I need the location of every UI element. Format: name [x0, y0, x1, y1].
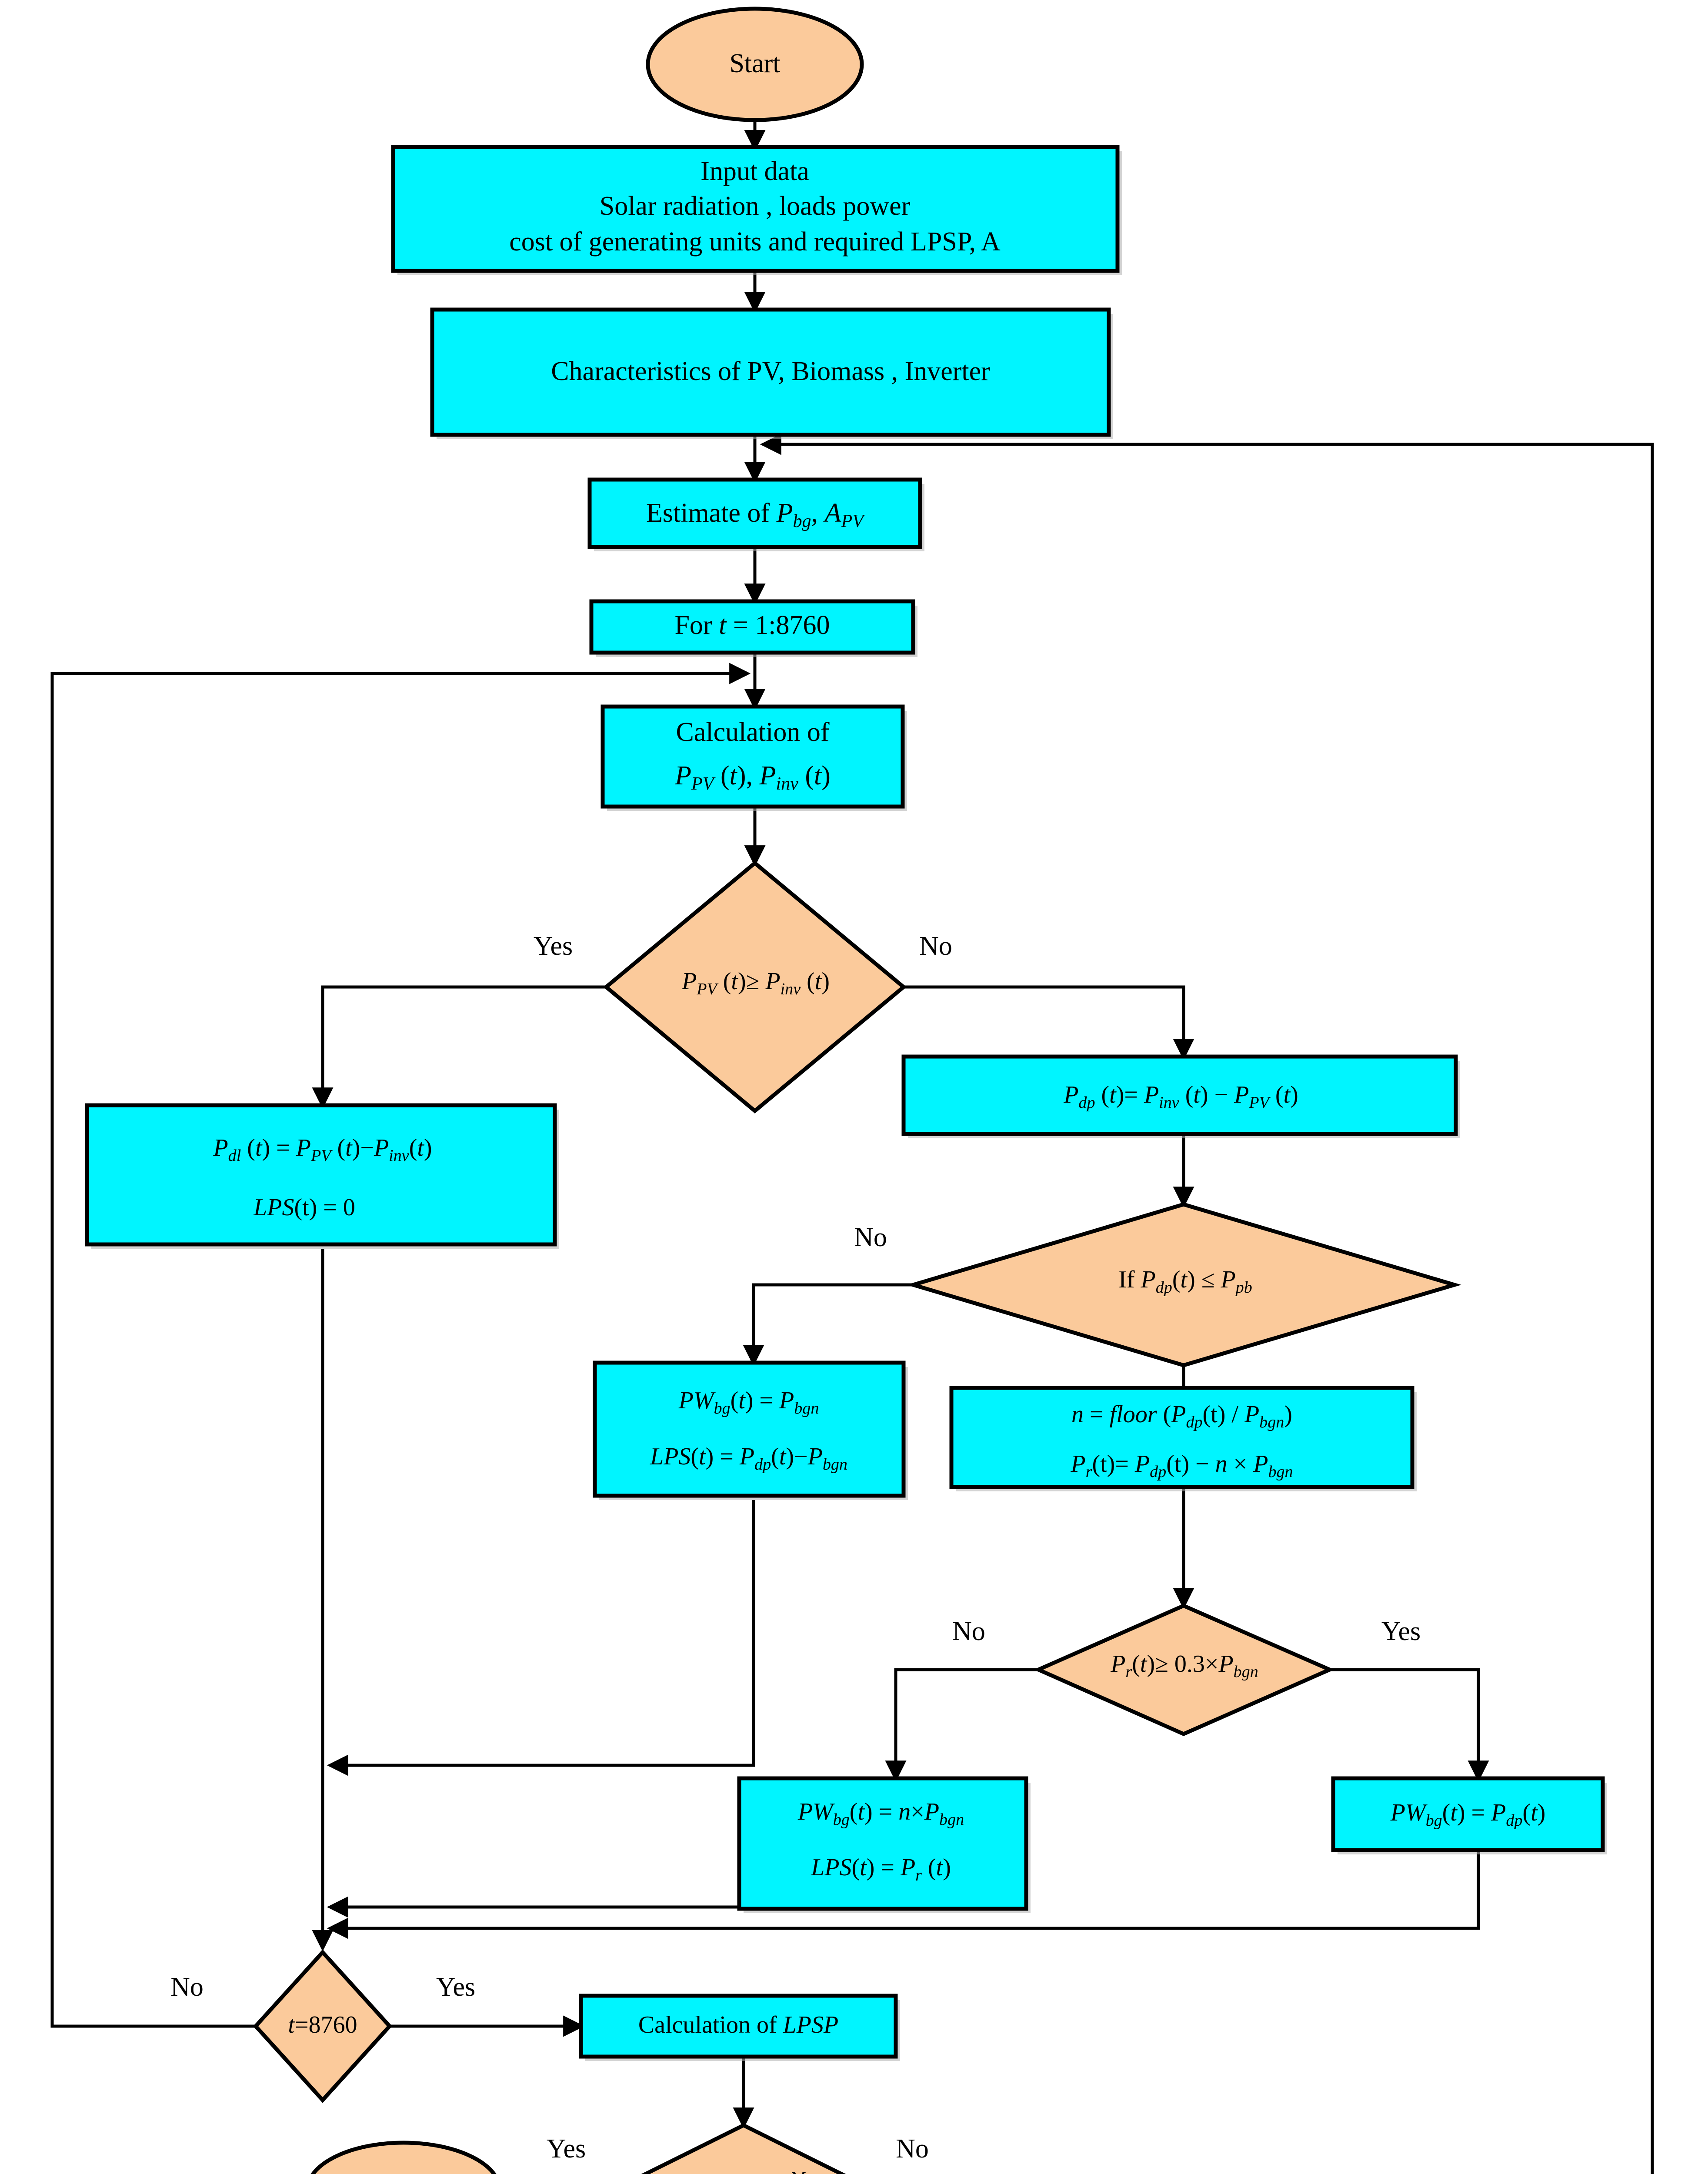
edge-label-dec4-yes: Yes — [436, 1972, 475, 2002]
node-pdl-line1: Pdl (t) = PPV (t)−Pinv(t) — [213, 1134, 432, 1165]
edge-dec5-no-loop — [760, 433, 1654, 2174]
node-end[interactable]: End — [307, 2141, 500, 2174]
node-pdp[interactable]: Pdp (t)= Pinv (t) − PPV (t) — [901, 1054, 1460, 1138]
node-pwbg-pdp[interactable]: PWbg(t) = Pdp(t) — [1331, 1776, 1607, 1854]
node-characteristics[interactable]: Characteristics of PV, Biomass , Inverte… — [430, 307, 1113, 439]
node-input-data[interactable]: Input data Solar radiation , loads power… — [391, 145, 1122, 275]
node-pwbg1-line2: LPS(t) = Pdp(t)−Pbgn — [650, 1443, 847, 1474]
node-decision-pr-ge-03pbgn[interactable]: Pr(t)≥ 0.3×Pbgn No Yes — [952, 1604, 1421, 1736]
edge-dec2-no-pwbg1 — [743, 1283, 913, 1367]
node-dec5-label: LPSP≤LPSPMax — [667, 2169, 822, 2174]
edge-pwbg1-join — [327, 1500, 755, 1776]
node-pdl[interactable]: Pdl (t) = PPV (t)−Pinv(t) LPS(t) = 0 — [85, 1103, 559, 1249]
node-calcpv-line2: PPV (t), Pinv (t) — [674, 761, 831, 794]
edge-dec3-no-pwbg2 — [885, 1668, 1039, 1782]
node-calclpsp-label: Calculation of LPSP — [638, 2011, 838, 2038]
edge-label-dec1-no: No — [919, 931, 952, 961]
edge-label-dec5-yes: Yes — [547, 2134, 586, 2164]
node-decision-pdp-le-ppb[interactable]: If Pdp(t) ≤ Ppb No Yes — [854, 1202, 1461, 1411]
node-input-line1: Input data — [701, 157, 809, 186]
node-decision-t-equals-8760[interactable]: t=8760 No Yes — [170, 1949, 475, 2103]
node-for-loop[interactable]: For t = 1:8760 — [589, 599, 917, 657]
node-dec4-label: t=8760 — [288, 2011, 357, 2038]
edge-dec4-no-loop — [50, 663, 751, 2028]
edge-label-dec2-no: No — [854, 1223, 887, 1252]
node-pwbg1-line1: PWbg(t) = Pbgn — [678, 1387, 819, 1417]
node-characteristics-label: Characteristics of PV, Biomass , Inverte… — [551, 357, 990, 386]
edge-label-dec1-yes: Yes — [534, 931, 573, 961]
node-pwbg2-line2: LPS(t) = Pr (t) — [811, 1854, 951, 1884]
node-input-line3: cost of generating units and required LP… — [509, 227, 1001, 257]
node-nfloor-line1: n = floor (Pdp(t) / Pbgn) — [1071, 1401, 1292, 1431]
edge-dec1-yes-pdl — [312, 985, 605, 1109]
node-dec1-label: PPV (t)≥ Pinv (t) — [681, 968, 830, 998]
node-calc-lpsp[interactable]: Calculation of LPSP — [579, 1994, 900, 2061]
edge-pwbg3-join — [327, 1850, 1480, 1939]
node-decision-lpsp-le-max[interactable]: LPSP≤LPSPMax Yes No — [547, 2123, 929, 2174]
node-start-label: Start — [729, 49, 780, 78]
edge-label-dec4-no: No — [170, 1972, 203, 2002]
node-pwbg-pbgn[interactable]: PWbg(t) = Pbgn LPS(t) = Pdp(t)−Pbgn — [593, 1360, 908, 1500]
node-estimate[interactable]: Estimate of Pbg, APV — [587, 477, 924, 551]
node-input-line2: Solar radiation , loads power — [600, 191, 911, 221]
node-calcpv-line1: Calculation of — [676, 717, 830, 747]
node-estimate-label: Estimate of Pbg, APV — [646, 498, 865, 531]
edge-label-dec3-no: No — [952, 1617, 985, 1646]
edge-label-dec3-yes: Yes — [1381, 1617, 1421, 1646]
edge-label-dec5-no: No — [896, 2134, 929, 2164]
node-n-floor[interactable]: n = floor (Pdp(t) / Pbgn) Pr(t)= Pdp(t) … — [949, 1386, 1417, 1491]
edge-dec1-no-pdp — [904, 985, 1194, 1060]
node-dec2-label: If Pdp(t) ≤ Ppb — [1118, 1266, 1252, 1297]
node-decision-ppv-ge-pinv[interactable]: PPV (t)≥ Pinv (t) Yes No — [534, 860, 952, 1114]
node-dec3-label: Pr(t)≥ 0.3×Pbgn — [1110, 1651, 1258, 1681]
node-pwbg2-line1: PWbg(t) = n×Pbgn — [797, 1798, 964, 1829]
node-calc-pv-inv[interactable]: Calculation of PPV (t), Pinv (t) — [600, 704, 907, 811]
node-for-loop-label: For t = 1:8760 — [674, 610, 830, 640]
node-pdp-label: Pdp (t)= Pinv (t) − PPV (t) — [1063, 1081, 1298, 1112]
node-pwbg-n-pbgn[interactable]: PWbg(t) = n×Pbgn LPS(t) = Pr (t) — [737, 1776, 1031, 1913]
node-start[interactable]: Start — [646, 7, 864, 122]
node-pdl-line2: LPS(t) = 0 — [253, 1194, 355, 1221]
edge-dec3-yes-pwbg3 — [1328, 1668, 1489, 1782]
node-nfloor-line2: Pr(t)= Pdp(t) − n × Pbgn — [1070, 1450, 1293, 1481]
node-pwbg3-label: PWbg(t) = Pdp(t) — [1390, 1799, 1546, 1830]
